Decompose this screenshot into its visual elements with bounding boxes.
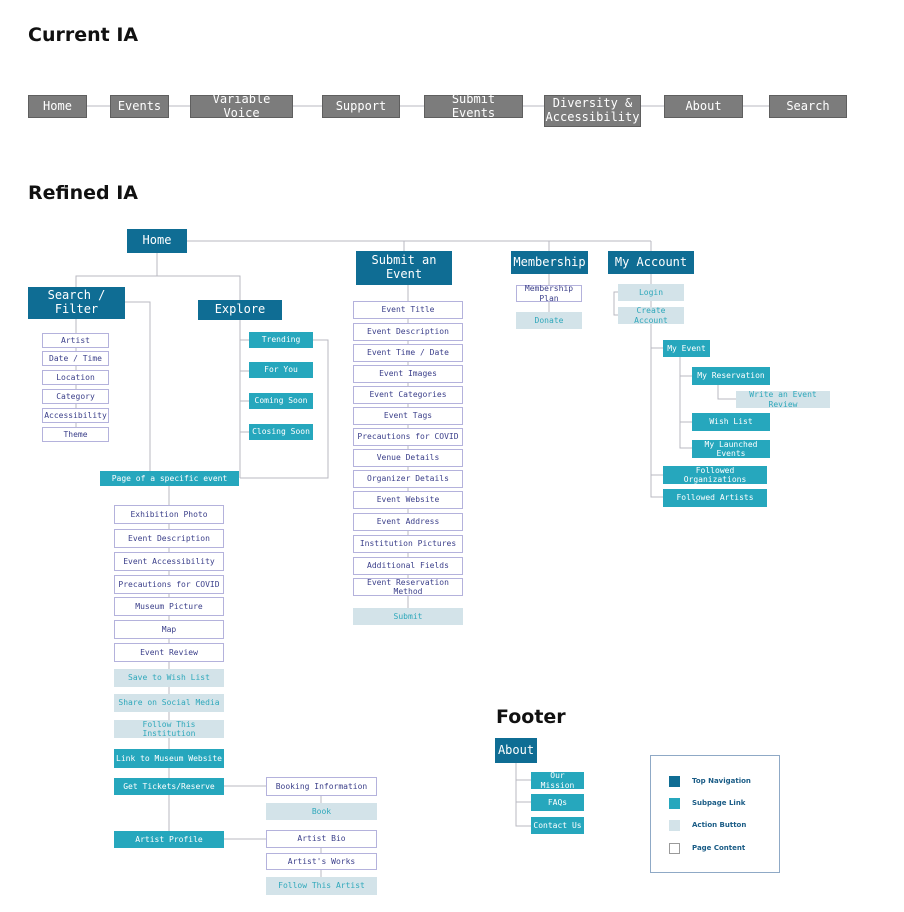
- footer-our-mission[interactable]: Our Mission: [531, 771, 584, 790]
- event-event-review[interactable]: Event Review: [114, 643, 224, 662]
- create-account-button[interactable]: Create Account: [618, 306, 684, 325]
- footer-heading: Footer: [496, 706, 566, 728]
- artist-bio[interactable]: Artist Bio: [266, 830, 377, 848]
- legend-item-top-navigation: Top Navigation: [669, 775, 751, 787]
- explore-coming-soon[interactable]: Coming Soon: [249, 393, 313, 409]
- explore-to-event-line: [240, 339, 329, 479]
- my-event[interactable]: My Event: [663, 340, 710, 357]
- submit-event-reservation-method[interactable]: Event Reservation Method: [353, 578, 463, 596]
- account-login-line: [613, 291, 618, 316]
- explore-trending[interactable]: Trending: [249, 332, 313, 348]
- donate-button[interactable]: Donate: [516, 312, 582, 329]
- current-nav-support[interactable]: Support: [322, 95, 400, 118]
- filter-accessibility[interactable]: Accessibility: [42, 408, 109, 423]
- legend-swatch-subpage-link: [669, 797, 680, 809]
- legend-swatch-page-content: [669, 842, 680, 854]
- my-launched-events[interactable]: My Launched Events: [692, 440, 770, 458]
- link-museum-website[interactable]: Link to Museum Website: [114, 749, 224, 768]
- nav-explore[interactable]: Explore: [198, 300, 282, 320]
- wish-list[interactable]: Wish List: [692, 413, 770, 431]
- current-nav-submit-events[interactable]: Submit Events: [424, 92, 523, 119]
- my-event-line: [679, 357, 692, 449]
- current-ia-heading: Current IA: [28, 24, 139, 46]
- submit-event-address[interactable]: Event Address: [353, 513, 463, 531]
- action-save-to-wish-list[interactable]: Save to Wish List: [114, 669, 224, 687]
- current-nav-diversity-accessibility[interactable]: Diversity & Accessibility: [544, 95, 641, 127]
- current-nav-about[interactable]: About: [664, 95, 743, 118]
- artist-works[interactable]: Artist's Works: [266, 853, 377, 870]
- footer-contact-us[interactable]: Contact Us: [531, 817, 584, 834]
- nav-submit-event[interactable]: Submit an Event: [356, 251, 452, 285]
- legend-label: Top Navigation: [692, 777, 751, 785]
- legend-label: Page Content: [692, 844, 746, 852]
- filter-artist[interactable]: Artist: [42, 333, 109, 348]
- home-to-explore-line: [157, 275, 241, 300]
- booking-information[interactable]: Booking Information: [266, 777, 377, 796]
- submit-button[interactable]: Submit: [353, 608, 463, 625]
- action-share-on-social-media[interactable]: Share on Social Media: [114, 694, 224, 712]
- reservation-line: [717, 385, 736, 400]
- submit-event-title[interactable]: Event Title: [353, 301, 463, 319]
- nav-membership[interactable]: Membership: [511, 251, 588, 274]
- filter-date-time[interactable]: Date / Time: [42, 351, 109, 366]
- legend-item-page-content: Page Content: [669, 842, 745, 854]
- event-map[interactable]: Map: [114, 620, 224, 639]
- write-event-review-button[interactable]: Write an Event Review: [736, 390, 830, 409]
- submit-event-website[interactable]: Event Website: [353, 491, 463, 509]
- submit-event-categories[interactable]: Event Categories: [353, 386, 463, 404]
- submit-precautions-for-covid[interactable]: Precautions for COVID: [353, 428, 463, 446]
- legend-swatch-top-navigation: [669, 775, 680, 787]
- submit-event-time-date[interactable]: Event Time / Date: [353, 344, 463, 362]
- followed-artists[interactable]: Followed Artists: [663, 489, 767, 507]
- legend-label: Subpage Link: [692, 799, 746, 807]
- search-to-event-line: [125, 301, 151, 471]
- membership-plan[interactable]: Membership Plan: [516, 284, 582, 303]
- event-event-description[interactable]: Event Description: [114, 529, 224, 548]
- home-to-search-line: [75, 253, 158, 287]
- login-button[interactable]: Login: [618, 284, 684, 301]
- current-nav-events[interactable]: Events: [110, 95, 169, 118]
- nav-my-account[interactable]: My Account: [608, 251, 694, 274]
- footer-faqs[interactable]: FAQs: [531, 794, 584, 811]
- submit-event-images[interactable]: Event Images: [353, 365, 463, 383]
- current-nav-search[interactable]: Search: [769, 95, 847, 118]
- current-nav-variable-voice[interactable]: Variable Voice: [190, 92, 293, 119]
- nav-home[interactable]: Home: [127, 229, 187, 253]
- nav-search-filter[interactable]: Search / Filter: [28, 287, 125, 319]
- submit-institution-pictures[interactable]: Institution Pictures: [353, 535, 463, 553]
- submit-additional-fields[interactable]: Additional Fields: [353, 557, 463, 575]
- artist-profile[interactable]: Artist Profile: [114, 831, 224, 848]
- submit-organizer-details[interactable]: Organizer Details: [353, 470, 463, 488]
- event-page-link[interactable]: Page of a specific event: [100, 471, 239, 486]
- event-event-accessibility[interactable]: Event Accessibility: [114, 552, 224, 571]
- filter-category[interactable]: Category: [42, 389, 109, 404]
- event-museum-picture[interactable]: Museum Picture: [114, 597, 224, 616]
- footer-line: [515, 763, 531, 827]
- book-button[interactable]: Book: [266, 803, 377, 820]
- submit-venue-details[interactable]: Venue Details: [353, 449, 463, 467]
- followed-organizations[interactable]: Followed Organizations: [663, 466, 767, 484]
- legend-label: Action Button: [692, 821, 747, 829]
- submit-event-tags[interactable]: Event Tags: [353, 407, 463, 425]
- footer-about[interactable]: About: [495, 738, 537, 763]
- refined-ia-heading: Refined IA: [28, 182, 139, 204]
- legend-item-action-button: Action Button: [669, 819, 746, 831]
- legend-swatch-action-button: [669, 819, 680, 831]
- filter-theme[interactable]: Theme: [42, 427, 109, 442]
- explore-for-you[interactable]: For You: [249, 362, 313, 378]
- get-tickets-reserve[interactable]: Get Tickets/Reserve: [114, 778, 224, 795]
- action-follow-this-institution[interactable]: Follow This Institution: [114, 720, 224, 738]
- legend: Top Navigation Subpage Link Action Butto…: [650, 755, 780, 873]
- filter-location[interactable]: Location: [42, 370, 109, 385]
- event-precautions-for-covid[interactable]: Precautions for COVID: [114, 575, 224, 594]
- current-nav-home[interactable]: Home: [28, 95, 87, 118]
- event-exhibition-photo[interactable]: Exhibition Photo: [114, 505, 224, 524]
- explore-closing-soon[interactable]: Closing Soon: [249, 424, 313, 440]
- legend-item-subpage-link: Subpage Link: [669, 797, 745, 809]
- follow-artist-button[interactable]: Follow This Artist: [266, 877, 377, 895]
- submit-event-description[interactable]: Event Description: [353, 323, 463, 341]
- my-reservation[interactable]: My Reservation: [692, 367, 770, 385]
